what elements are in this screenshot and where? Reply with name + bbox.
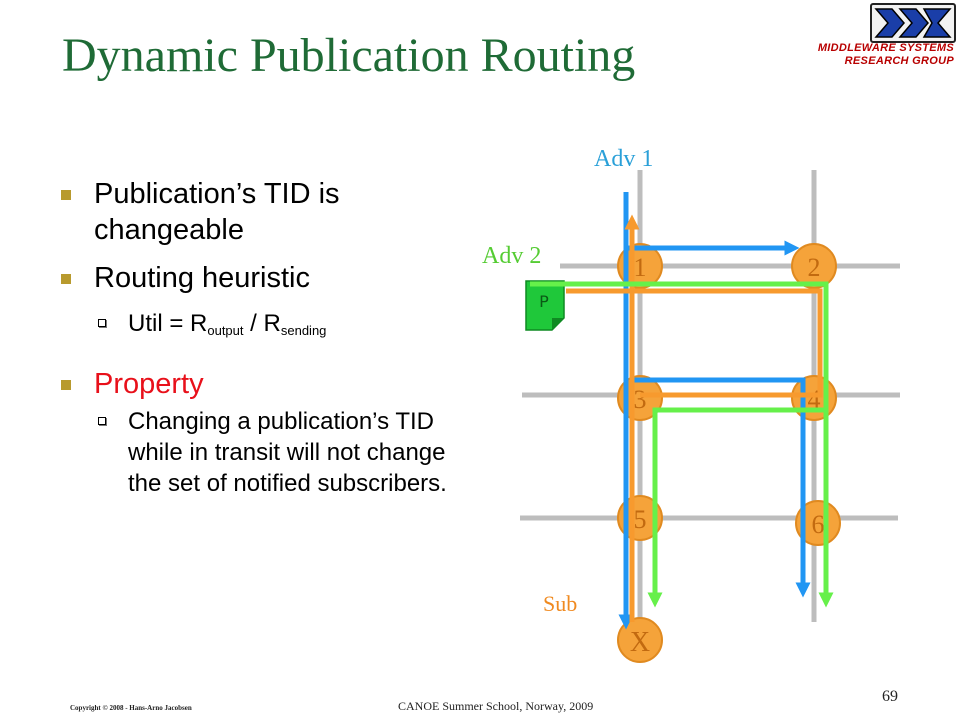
bullet-tid-changeable: Publication’s TID is changeable bbox=[58, 176, 478, 248]
publication-p-fold bbox=[552, 318, 564, 330]
node-4: 4 bbox=[791, 375, 837, 421]
bullet-property: Property bbox=[58, 366, 478, 402]
square-bullet-icon bbox=[61, 380, 71, 390]
event-footer: CANOE Summer School, Norway, 2009 bbox=[398, 699, 594, 713]
node-5-circle bbox=[617, 495, 663, 541]
logo-text: MIDDLEWARE SYSTEMS RESEARCH GROUP bbox=[818, 42, 954, 68]
publication-p-label: P bbox=[539, 292, 549, 311]
publication-p-icon: P bbox=[525, 280, 565, 331]
box-bullet-icon bbox=[98, 319, 106, 327]
green-path-branch bbox=[647, 407, 826, 608]
sub-bullet-property-detail: Changing a publication’s TID while in tr… bbox=[58, 406, 478, 499]
bullet-text: Routing heuristic bbox=[94, 262, 310, 294]
node-x-label: X bbox=[630, 627, 650, 658]
util-prefix: Util = R bbox=[128, 310, 208, 337]
node-2-label: 2 bbox=[808, 253, 821, 282]
node-6: 6 bbox=[795, 500, 841, 546]
bullet-text: Publication’s TID is changeable bbox=[94, 178, 340, 246]
adv2-green-routes bbox=[530, 281, 834, 608]
green-path-main bbox=[530, 281, 834, 608]
node-2: 2 bbox=[791, 243, 837, 289]
sub-bullet-util: Util = Routput / Rsending bbox=[58, 308, 478, 346]
square-bullet-icon bbox=[61, 274, 71, 284]
property-detail-text: Changing a publication’s TID while in tr… bbox=[128, 408, 447, 497]
node-2-circle bbox=[791, 243, 837, 289]
node-6-label: 6 bbox=[812, 510, 825, 539]
bullet-list: Publication’s TID is changeable Routing … bbox=[58, 176, 478, 519]
square-bullet-icon bbox=[61, 190, 71, 200]
box-bullet-icon bbox=[98, 417, 106, 425]
blue-path-branch bbox=[630, 377, 811, 598]
bullet-text: Property bbox=[94, 368, 204, 400]
util-mid: / R bbox=[243, 310, 281, 337]
node-5: 5 bbox=[617, 495, 663, 541]
adv2-label: Adv 2 bbox=[482, 243, 541, 269]
node-x: X bbox=[617, 617, 663, 663]
node-1-circle bbox=[617, 243, 663, 289]
adv1-blue-routes bbox=[618, 192, 811, 630]
node-1: 1 bbox=[617, 243, 663, 289]
orange-path-across bbox=[566, 288, 823, 398]
node-6-circle bbox=[795, 500, 841, 546]
msrg-logo bbox=[870, 3, 956, 43]
util-sub-output: output bbox=[207, 323, 244, 338]
logo-line-1: MIDDLEWARE SYSTEMS bbox=[817, 42, 954, 54]
adv1-label: Adv 1 bbox=[594, 146, 653, 172]
logo-line-2: RESEARCH GROUP bbox=[844, 55, 954, 67]
node-3-circle bbox=[617, 375, 663, 421]
node-5-label: 5 bbox=[634, 505, 647, 534]
orange-routes bbox=[566, 214, 823, 622]
bullet-routing-heuristic: Routing heuristic bbox=[58, 260, 478, 296]
sub-label: Sub bbox=[543, 591, 577, 616]
node-1-label: 1 bbox=[634, 253, 647, 282]
util-sub-sending: sending bbox=[280, 323, 327, 338]
node-4-label: 4 bbox=[808, 385, 821, 414]
copyright-notice: Copyright © 2008 - Hans-Arno Jacobsen bbox=[70, 704, 192, 712]
node-3-label: 3 bbox=[634, 385, 647, 414]
slide-title: Dynamic Publication Routing bbox=[62, 29, 636, 82]
page-number: 69 bbox=[882, 688, 898, 705]
node-3: 3 bbox=[617, 375, 663, 421]
